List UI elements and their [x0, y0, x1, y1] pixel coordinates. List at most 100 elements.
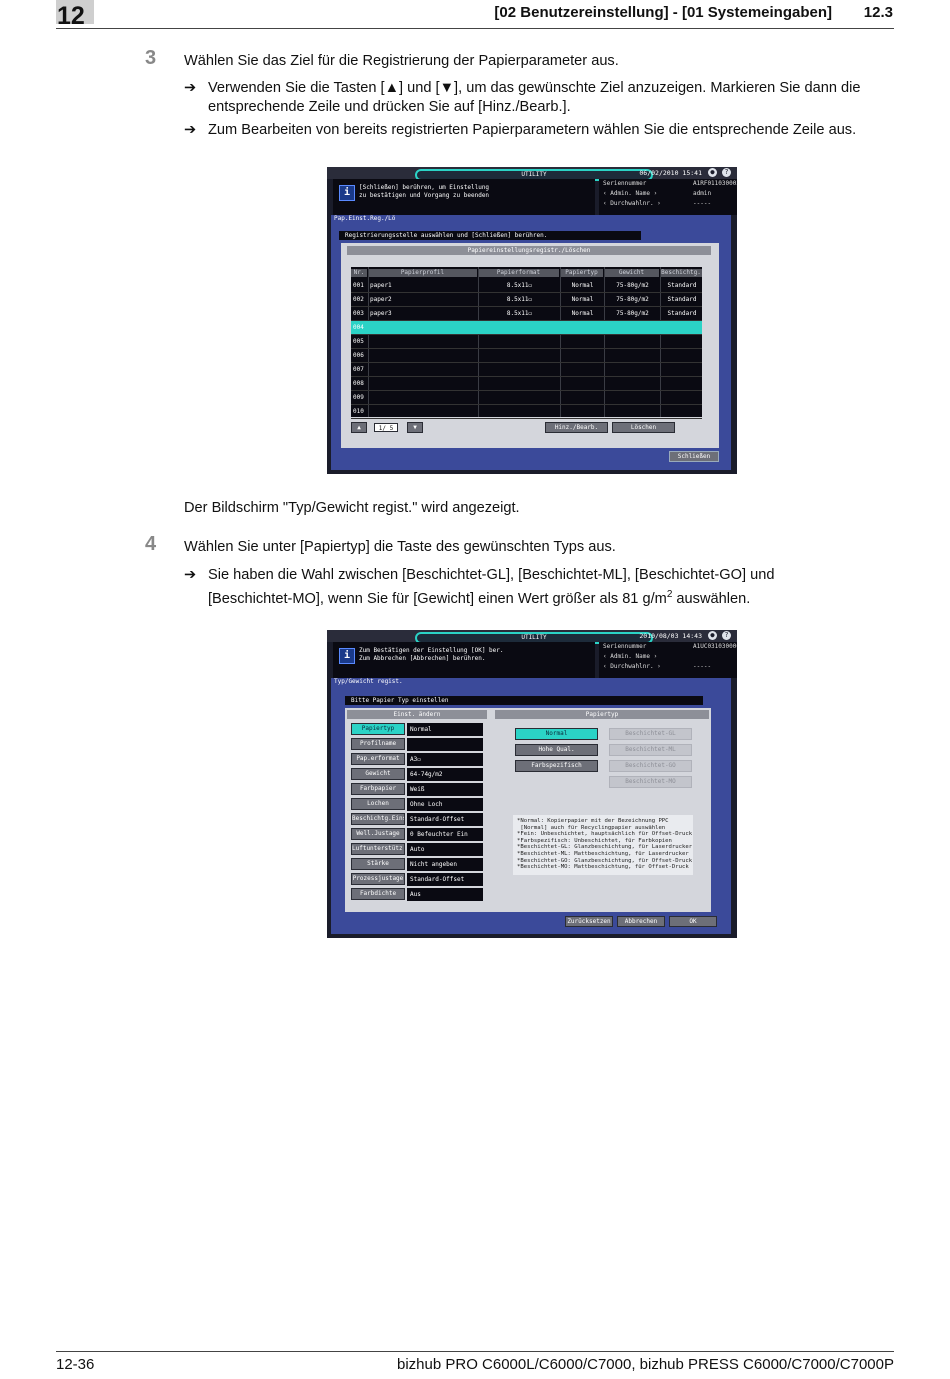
note-line: *Normal: Kopierpapier mit der Bezeichnun… — [517, 818, 669, 824]
column-divider — [604, 267, 605, 417]
table-cell — [370, 349, 477, 362]
table-cell — [606, 363, 659, 376]
message-text: [Schließen] berühren, um Einstellung zu … — [359, 184, 489, 200]
datetime: 06/02/2010 15:41 — [639, 169, 702, 177]
step-number: 3 — [145, 47, 157, 69]
coated-type-button[interactable]: Beschichtet-MO — [609, 776, 692, 788]
table-cell — [562, 321, 603, 334]
table-row[interactable]: 008 — [351, 377, 702, 391]
table-cell — [562, 405, 603, 418]
setting-value: A3▭ — [407, 753, 483, 766]
setting-button[interactable]: Well.Justage — [351, 828, 405, 840]
cancel-button[interactable]: Abbrechen — [617, 916, 665, 927]
dept-label: ‹ Durchwahlnr. › — [603, 200, 661, 207]
setting-button[interactable]: Beschichtg.Einst — [351, 813, 405, 825]
table-cell — [480, 321, 559, 334]
column-divider — [368, 267, 369, 417]
table-cell — [606, 321, 659, 334]
table-row[interactable]: 007 — [351, 363, 702, 377]
bullet-item: ➔ Zum Bearbeiten von bereits registriert… — [184, 121, 856, 140]
table-cell: Normal — [571, 296, 594, 303]
superscript: 2 — [666, 589, 673, 600]
table-cell: Normal — [571, 282, 594, 289]
bullet-item: ➔ Sie haben die Wahl zwischen [Beschicht… — [184, 566, 774, 609]
panel-title: Pap.Einst.Reg./Lö — [334, 215, 396, 222]
table-cell: 005 — [353, 338, 364, 345]
table-cell: 008 — [353, 380, 364, 387]
scroll-down-button[interactable]: ▼ — [407, 422, 423, 433]
coated-type-button[interactable]: Beschichtet-GO — [609, 760, 692, 772]
setting-button[interactable]: Pap.erformat — [351, 753, 405, 765]
ok-button[interactable]: OK — [669, 916, 717, 927]
message-box: i Zum Bestätigen der Einstellung [OK] be… — [333, 642, 595, 678]
col-header: Papierprofil — [368, 269, 477, 277]
coated-type-button[interactable]: Beschichtet-ML — [609, 744, 692, 756]
table-row[interactable]: 010 — [351, 405, 702, 419]
setting-value: Aus — [407, 888, 483, 901]
table-row[interactable]: 006 — [351, 349, 702, 363]
table-cell — [480, 405, 559, 418]
table-row[interactable]: 009 — [351, 391, 702, 405]
table-cell — [562, 363, 603, 376]
message-line: zu bestätigen und Vorgang zu beenden — [359, 192, 490, 199]
note-line: *Fein: Unbeschichtet, hauptsächlich für … — [517, 831, 693, 838]
setting-button[interactable]: Farbpapier — [351, 783, 405, 795]
arrow-icon: ➔ — [184, 567, 197, 583]
paper-type-button[interactable]: Hohe Qual. — [515, 744, 598, 756]
table-cell: paper1 — [370, 282, 392, 289]
paper-type-button[interactable]: Farbspezifisch — [515, 760, 598, 772]
setting-button[interactable]: Gewicht — [351, 768, 405, 780]
col-header: Nr. — [351, 269, 367, 277]
reset-button[interactable]: Zurücksetzen — [565, 916, 613, 927]
table-cell — [662, 391, 702, 404]
dept-value: ----- — [693, 200, 712, 207]
paper-type-button[interactable]: Normal — [515, 728, 598, 740]
note-line: *Beschichtet-GO: Glanzbeschichtung, für … — [517, 857, 693, 864]
setting-value: 0 Befeuchter Ein — [407, 828, 483, 841]
table-row[interactable]: 005 — [351, 335, 702, 349]
setting-button[interactable]: Lochen — [351, 798, 405, 810]
table-cell — [562, 391, 603, 404]
coated-type-button[interactable]: Beschichtet-GL — [609, 728, 692, 740]
header-section: 12.3 — [863, 4, 893, 21]
status-icon: ● — [708, 631, 717, 640]
add-edit-button[interactable]: Hinz./Bearb. — [545, 422, 608, 433]
setting-button[interactable]: Luftunterstütz. — [351, 843, 405, 855]
table-cell — [662, 349, 702, 362]
table-cell — [370, 405, 477, 418]
col-header: Beschichtg. — [660, 269, 702, 277]
delete-button[interactable]: Löschen — [612, 422, 675, 433]
admin-label: ‹ Admin. Name › — [603, 190, 658, 197]
setting-button[interactable]: Prozessjustage — [351, 873, 405, 885]
setting-button[interactable]: Profilname — [351, 738, 405, 750]
table-cell — [480, 349, 559, 362]
paper-table: Nr. Papierprofil Papierformat Papiertyp … — [351, 267, 702, 419]
setting-value — [407, 738, 483, 751]
setting-button[interactable]: Stärke — [351, 858, 405, 870]
setting-button[interactable]: Papiertyp — [351, 723, 405, 735]
admin-label: ‹ Admin. Name › — [603, 653, 658, 660]
dept-value: ----- — [693, 663, 712, 670]
table-cell: 8.5x11▭ — [506, 282, 533, 289]
setting-button[interactable]: Farbdichte — [351, 888, 405, 900]
scroll-up-button[interactable]: ▲ — [351, 422, 367, 433]
message-box: i [Schließen] berühren, um Einstellung z… — [333, 179, 595, 215]
table-cell: 75-80g/m2 — [616, 310, 649, 317]
instruction-text: Bitte Papier Typ einstellen — [345, 696, 703, 705]
setting-value: Nicht angeben — [407, 858, 483, 871]
table-cell: 004 — [353, 324, 364, 331]
main-panel: Typ/Gewicht regist. Bitte Papier Typ ein… — [331, 678, 731, 934]
bullet-line: [Beschichtet-MO], wenn Sie für [Gewicht]… — [208, 585, 774, 609]
help-icon[interactable]: ? — [722, 168, 731, 177]
table-row[interactable]: 004 — [351, 321, 702, 335]
help-icon[interactable]: ? — [722, 631, 731, 640]
table-cell — [606, 377, 659, 390]
serial-label: Seriennummer — [603, 643, 647, 650]
table-cell — [606, 349, 659, 362]
close-button[interactable]: Schließen — [669, 451, 719, 462]
